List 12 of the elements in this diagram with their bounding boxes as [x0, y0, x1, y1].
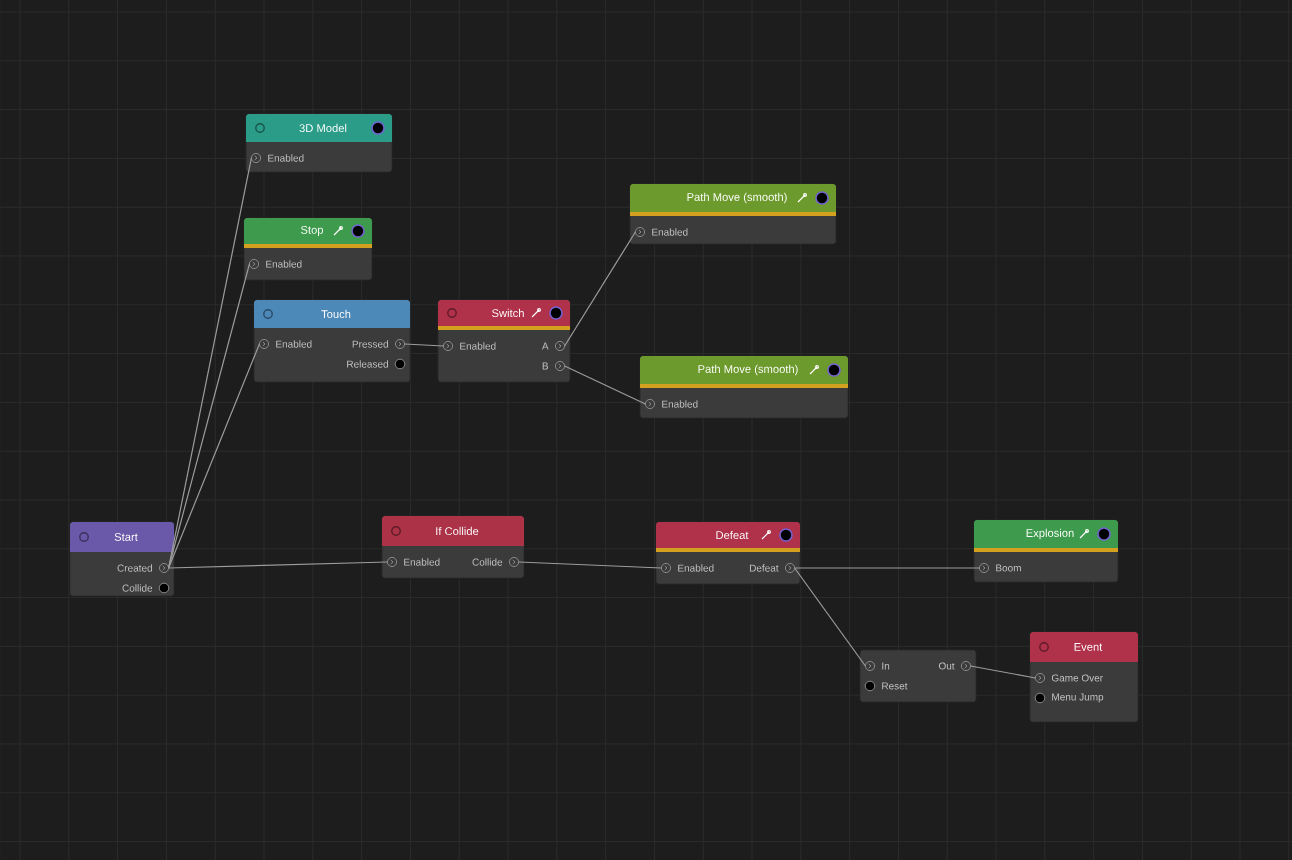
connector [564, 231, 636, 347]
connector [404, 343, 444, 347]
node-card [859, 649, 977, 703]
connector [564, 365, 646, 405]
connector [168, 263, 250, 569]
connector [168, 343, 260, 569]
connector [794, 567, 866, 667]
connector [794, 567, 980, 569]
connector [970, 665, 1036, 679]
connector [518, 561, 662, 569]
connector [168, 561, 388, 569]
connector [168, 157, 252, 569]
